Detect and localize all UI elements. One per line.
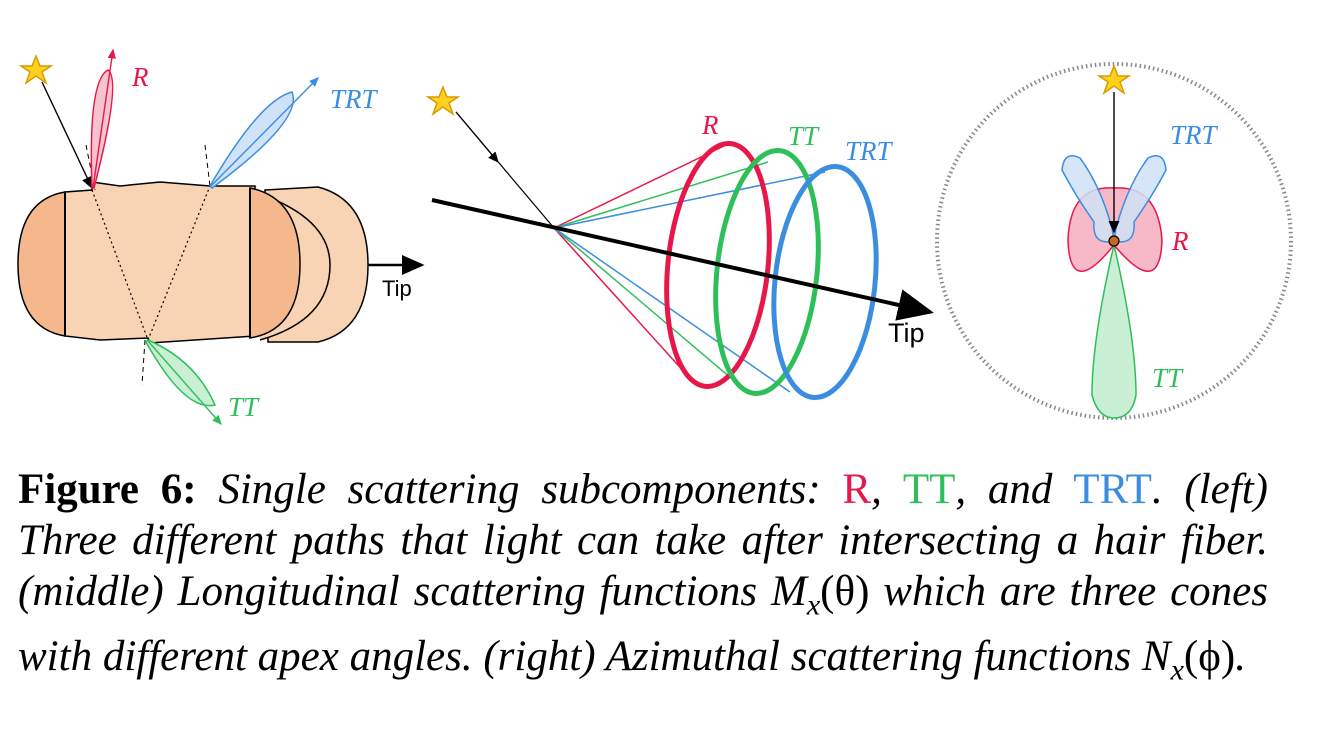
caption-theta-arg: (θ) bbox=[820, 568, 870, 615]
caption-r: R bbox=[842, 466, 872, 513]
cone-trt-ring bbox=[771, 164, 879, 400]
azimuthal-trt-lobe-right bbox=[1113, 155, 1167, 243]
cone-r-ring bbox=[664, 141, 772, 389]
figure-caption: Figure 6: Single scattering subcomponent… bbox=[18, 464, 1268, 695]
azimuthal-trt-lobe-left bbox=[1061, 155, 1115, 243]
light-source-star-icon bbox=[425, 84, 461, 116]
caption-end: . bbox=[1235, 632, 1246, 680]
left-label-r: R bbox=[131, 62, 149, 92]
caption-label: Figure 6: bbox=[18, 466, 197, 513]
caption-sep-2: , and bbox=[955, 466, 1053, 513]
light-source-star-icon bbox=[1096, 63, 1132, 95]
caption-text-3: which are three cones with different ape… bbox=[18, 568, 1268, 680]
right-label-trt: TRT bbox=[1170, 120, 1219, 150]
azimuthal-tt-lobe bbox=[1091, 244, 1137, 419]
left-label-tt: TT bbox=[228, 392, 260, 422]
caption-phi-arg: (ϕ) bbox=[1183, 632, 1236, 680]
caption-text-2: . (left) Three different paths that ligh… bbox=[18, 466, 1268, 615]
right-panel-azimuthal-lobes: TRT R TT bbox=[935, 62, 1293, 420]
right-label-tt: TT bbox=[1152, 363, 1184, 393]
fiber-cross-section-dot bbox=[1108, 235, 1120, 247]
caption-n-symbol: N bbox=[1141, 632, 1171, 680]
right-label-r: R bbox=[1171, 226, 1189, 256]
caption-text-1: Single scattering subcomponents: bbox=[218, 466, 821, 513]
figure-6-illustration: R TRT TT Tip R TT TRT Tip bbox=[17, 48, 1293, 426]
caption-tt: TT bbox=[902, 466, 956, 513]
fiber-left-cap bbox=[17, 191, 66, 337]
middle-panel-longitudinal-cones: R TT TRT Tip bbox=[425, 84, 934, 400]
caption-trt: TRT bbox=[1073, 466, 1152, 513]
left-label-trt: TRT bbox=[330, 84, 379, 114]
middle-label-tt: TT bbox=[788, 121, 820, 151]
cone-tt-ring bbox=[713, 148, 821, 396]
caption-m-symbol: M bbox=[771, 568, 807, 615]
middle-label-trt: TRT bbox=[845, 136, 894, 166]
fiber-right-cap bbox=[249, 187, 301, 339]
middle-tip-label: Tip bbox=[888, 318, 925, 348]
caption-m-subscript: x bbox=[806, 588, 821, 622]
fiber-body bbox=[64, 181, 256, 344]
trt-lobe bbox=[209, 91, 295, 189]
left-tip-label: Tip bbox=[382, 276, 412, 301]
tt-lobe bbox=[145, 339, 217, 407]
left-panel-hair-fiber: R TRT TT Tip bbox=[17, 48, 425, 426]
light-source-star-icon bbox=[18, 53, 54, 85]
caption-sep-1: , bbox=[871, 466, 882, 513]
caption-n-subscript: x bbox=[1170, 653, 1184, 687]
middle-label-r: R bbox=[701, 110, 719, 140]
